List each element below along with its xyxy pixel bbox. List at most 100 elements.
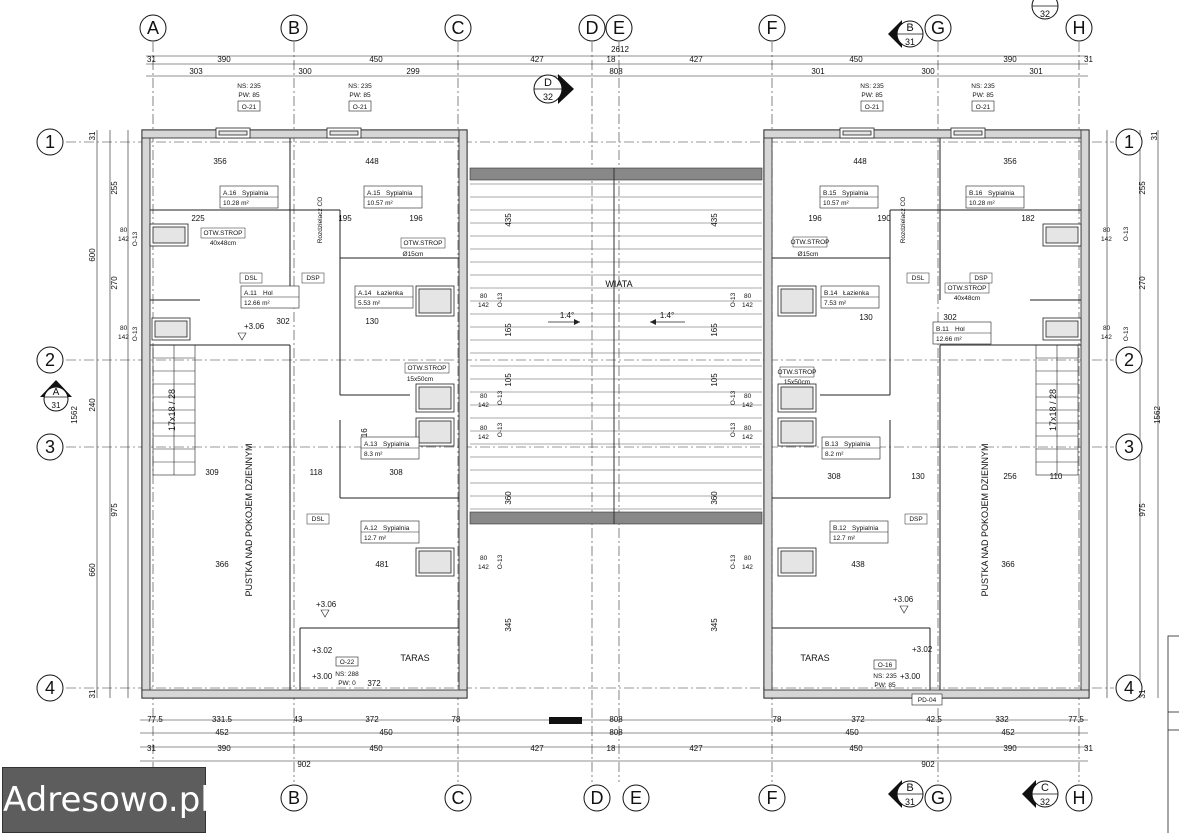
void-label-right: PUSTKA NAD POKOJEM DZIENNYM xyxy=(980,443,990,596)
ceiling-opening-2: OTW.STROP xyxy=(404,240,443,247)
window-pane xyxy=(154,320,188,338)
dim-label: 1562 xyxy=(70,406,79,424)
room-name: Sypialnia xyxy=(242,190,269,197)
grid-label: 1 xyxy=(1124,132,1134,152)
grid-label: 4 xyxy=(1124,678,1134,698)
dim-label: 450 xyxy=(369,744,383,753)
dsp-tag-3: DSP xyxy=(909,516,922,523)
dim-label: 240 xyxy=(88,398,97,412)
window-pane xyxy=(780,288,814,314)
dim-label: 31 xyxy=(88,689,97,698)
dim-label: 165 xyxy=(504,323,513,337)
window-pane xyxy=(329,130,359,136)
dim-label: 308 xyxy=(827,472,841,481)
dim-label: 302 xyxy=(943,313,957,322)
door-tag-o22: O-22 xyxy=(340,659,355,666)
dsl-tag-2: DSL xyxy=(312,516,325,523)
slope-left: 1.4° xyxy=(560,311,574,320)
dim-label: 427 xyxy=(530,55,544,64)
dim-label: 345 xyxy=(710,618,719,632)
dim-label: 452 xyxy=(215,728,229,737)
dim-label: 270 xyxy=(110,276,119,290)
dim-label: 360 xyxy=(710,491,719,505)
dim-label: 165 xyxy=(710,323,719,337)
dim-label: 77.5 xyxy=(147,715,163,724)
window-width: 80 xyxy=(744,393,752,400)
section-a-marker: A 31 xyxy=(40,380,72,412)
ceiling-opening-4: OTW.STROP xyxy=(791,239,830,246)
ceiling-opening-6: OTW.STROP xyxy=(778,369,817,376)
room-code: B.12 xyxy=(833,525,847,532)
grid-label: C xyxy=(452,18,465,38)
room-name: Łazienka xyxy=(377,290,403,297)
dim-top-row3: 303 300 299 808 301 300 301 xyxy=(189,67,1043,76)
dim-label: 450 xyxy=(369,55,383,64)
grid-label: E xyxy=(613,18,625,38)
room-code: B.11 xyxy=(936,326,949,333)
dim-label: 808 xyxy=(609,67,623,76)
dim-label: 450 xyxy=(849,744,863,753)
grid-bubble-right: 4 xyxy=(1115,674,1143,702)
terrace-label-left: TARAS xyxy=(400,653,429,663)
section-c-marker-top: 32 xyxy=(1031,0,1059,20)
room-code: A.14 xyxy=(358,290,372,297)
grid-bubble-top: F xyxy=(758,14,786,42)
dim-label: 300 xyxy=(921,67,935,76)
dim-label: 427 xyxy=(530,744,544,753)
window-pane xyxy=(418,550,452,574)
dim-label: 450 xyxy=(849,55,863,64)
grid-bubble-top: B xyxy=(280,14,308,42)
dim-label: 356 xyxy=(1003,157,1017,166)
window-pane xyxy=(152,226,186,244)
section-c-sheet: 32 xyxy=(1040,9,1050,19)
dim-label: 902 xyxy=(921,760,935,769)
level-300-right: +3.00 xyxy=(900,672,921,681)
dim-label: 130 xyxy=(859,313,873,322)
stair-label-right: 17x18 / 28 xyxy=(1048,389,1058,431)
void-label-left: PUSTKA NAD POKOJEM DZIENNYM xyxy=(244,443,254,596)
window-pane xyxy=(418,288,452,314)
room-area: 10.57 m² xyxy=(367,200,393,207)
dim-label: 366 xyxy=(1001,560,1015,569)
stair-label-left: 17x18 / 28 xyxy=(167,389,177,431)
room-code: A.13 xyxy=(364,441,378,448)
window-tag: O-21 xyxy=(242,104,257,111)
dim-label: 299 xyxy=(406,67,420,76)
bottom-dimensions xyxy=(140,719,1088,762)
window-tag: O-21 xyxy=(865,104,880,111)
dim-label: 31 xyxy=(1138,689,1147,698)
dim-label: 31 xyxy=(1084,744,1093,753)
room-code: A.16 xyxy=(223,190,237,197)
room-area: 12.7 m² xyxy=(364,535,387,542)
window-pw: PW: 85 xyxy=(238,92,260,99)
dim-label: 130 xyxy=(365,317,379,326)
ceiling-opening-6-size: 15x50cm xyxy=(784,379,810,386)
watermark: Adresowo.pl xyxy=(2,767,210,833)
window-width: 80 xyxy=(744,425,752,432)
window-height: 142 xyxy=(742,434,753,441)
dim-label: 18 xyxy=(607,744,616,753)
dim-label: 78 xyxy=(452,715,461,724)
room-code: B.16 xyxy=(969,190,983,197)
window-width: 80 xyxy=(480,425,488,432)
room-area: 12.7 m² xyxy=(833,535,856,542)
dsl-tag-3: DSL xyxy=(912,275,925,282)
grid-bubble-top: D xyxy=(578,14,606,42)
dim-label: 438 xyxy=(851,560,865,569)
level-306-right: +3.06 xyxy=(893,595,914,604)
section-markers: D 32 B 31 32 A 31 B 31 xyxy=(40,0,1059,808)
level-302-right: +3.02 xyxy=(912,645,933,654)
room-code: A.15 xyxy=(367,190,381,197)
door-pw: PW: 0 xyxy=(338,680,356,687)
grid-label: D xyxy=(591,788,604,808)
room-area: 10.28 m² xyxy=(223,200,249,207)
dim-label: 600 xyxy=(88,248,97,262)
dim-label: 308 xyxy=(389,468,403,477)
room-area: 8.2 m² xyxy=(825,451,844,458)
room-area: 8.3 m² xyxy=(364,451,383,458)
